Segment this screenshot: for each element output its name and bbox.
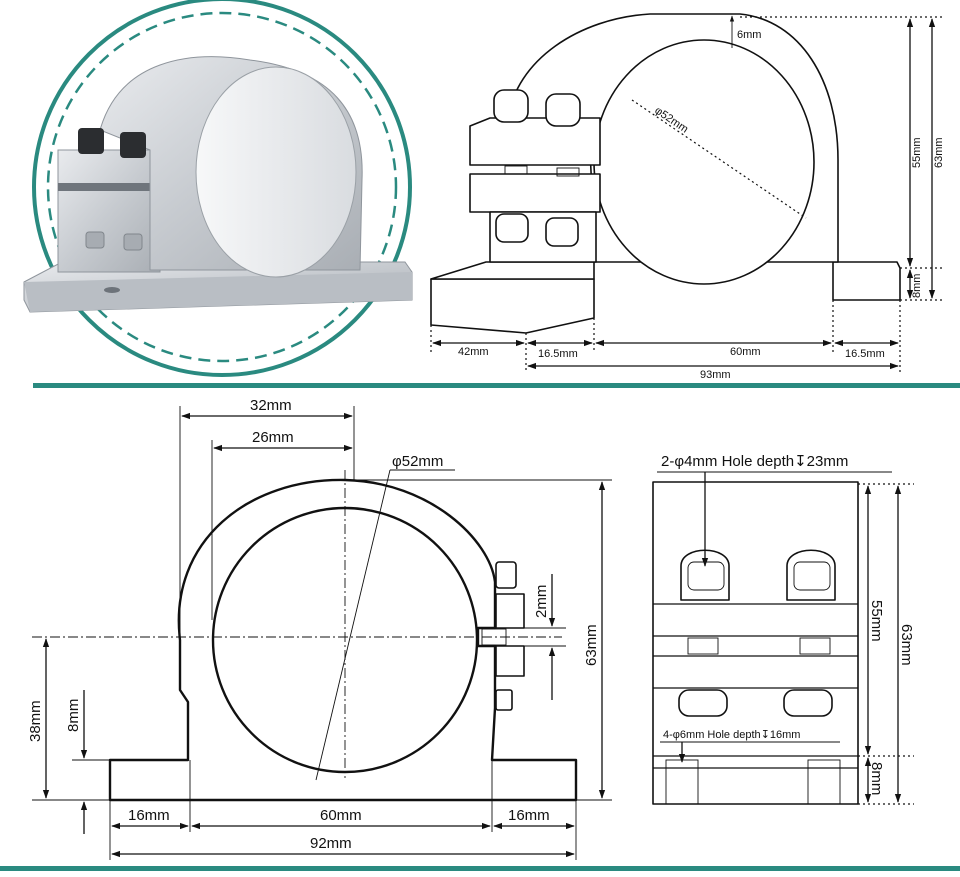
iso-55-label: 55mm [911, 137, 923, 168]
front-8-label: 8mm [65, 699, 82, 732]
product-photo [23, 0, 413, 377]
iso-60-label: 60mm [730, 346, 761, 358]
section-divider-bottom [0, 866, 960, 871]
iso-thread-1 [504, 165, 528, 175]
side-bottom-hole-note: 4-φ6mm Hole depth↧16mm [663, 729, 800, 741]
front-screw-head [495, 561, 517, 589]
iso-42-label: 42mm [458, 346, 489, 358]
iso-93-label: 93mm [700, 369, 731, 381]
iso-bore-diameter-line [631, 99, 807, 219]
side-screw-1 [680, 549, 730, 601]
front-view: φ52mm 32mm 26mm 2mm 63mm 38mm 8mm [27, 397, 612, 860]
iso-top-gap-label: 6mm [737, 29, 761, 41]
side-thread-1 [687, 637, 719, 655]
side-screw-2 [786, 549, 836, 601]
iso-thread-2 [556, 167, 580, 177]
iso-63-label: 63mm [933, 137, 945, 168]
iso-base-front [430, 278, 595, 334]
iso-base-right [832, 261, 901, 301]
iso-upper-block [469, 117, 601, 166]
front-32-label: 32mm [250, 397, 292, 414]
photo-dashed-ring [46, 11, 398, 363]
front-63-label: 63mm [583, 624, 600, 666]
section-divider-top [33, 383, 960, 388]
clamp-photo-illustration [23, 56, 413, 313]
front-26-label: 26mm [252, 429, 294, 446]
side-thread-2 [799, 637, 831, 655]
front-16-left-label: 16mm [128, 807, 170, 824]
front-bore-label: φ52mm [392, 453, 443, 470]
side-55-label: 55mm [868, 600, 885, 642]
side-base-hole-2 [807, 759, 841, 805]
side-top-hole-note: 2-φ4mm Hole depth↧23mm [661, 453, 848, 470]
iso-16-5-right-label: 16.5mm [845, 348, 885, 360]
iso-view: φ52mm 6mm 55mm 63mm 8mm 42mm 16.5mm 60mm… [430, 13, 945, 381]
side-63-label: 63mm [898, 624, 915, 666]
side-view: 2-φ4mm Hole depth↧23mm 4-φ6mm Hole depth… [652, 453, 915, 805]
photo-outer-ring [32, 0, 412, 377]
front-nut [495, 689, 513, 711]
front-60-label: 60mm [320, 807, 362, 824]
side-8-label: 8mm [868, 762, 885, 795]
side-outline [652, 481, 859, 805]
front-2mm-label: 2mm [533, 585, 550, 618]
front-92-label: 92mm [310, 835, 352, 852]
front-bore-leader [315, 469, 391, 781]
side-nut-2 [783, 689, 833, 717]
iso-8-label: 8mm [911, 274, 923, 298]
iso-nut-1 [495, 213, 529, 243]
front-38-label: 38mm [27, 700, 44, 742]
iso-screw-head-1 [493, 89, 529, 123]
iso-screw-head-2 [545, 93, 581, 127]
front-upper-ear [495, 593, 525, 629]
front-lower-ear [495, 645, 525, 677]
iso-16-5-left-label: 16.5mm [538, 348, 578, 360]
iso-base-top [430, 261, 595, 280]
iso-nut-2 [545, 217, 579, 247]
iso-lower-block [469, 173, 601, 213]
iso-bore [593, 39, 815, 285]
front-16-right-label: 16mm [508, 807, 550, 824]
side-nut-1 [678, 689, 728, 717]
